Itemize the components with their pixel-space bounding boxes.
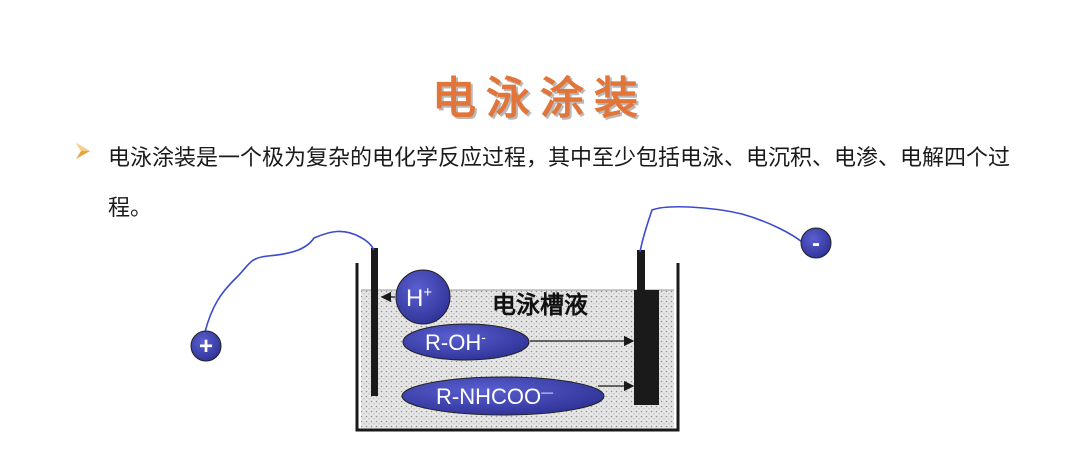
tank-label: 电泳槽液	[492, 291, 588, 319]
tank-wall	[355, 263, 680, 432]
right-wire	[639, 206, 803, 253]
negative-terminal	[800, 227, 832, 259]
positive-sign: +	[199, 333, 213, 360]
rnhcoo-ion	[401, 376, 605, 416]
rnhcoo-ion-label: R-NHCOO—	[436, 384, 553, 409]
h-ion	[395, 269, 451, 325]
roh-ion-label: R-OH-	[425, 329, 486, 355]
roh-ion	[402, 323, 530, 361]
cathode-electrode	[637, 250, 645, 290]
negative-sign: -	[812, 230, 820, 257]
positive-terminal	[190, 330, 222, 362]
description-paragraph: 电泳涂装是一个极为复杂的电化学反应过程，其中至少包括电泳、电沉积、电渗、电解四个…	[108, 146, 1011, 221]
cathode-plate	[634, 290, 659, 405]
h-ion-label: H+	[406, 284, 432, 312]
anode-electrode	[371, 248, 378, 396]
bullet-arrow-icon	[76, 143, 90, 159]
slide-title: 电泳涂装	[432, 73, 648, 124]
left-wire	[204, 230, 375, 333]
